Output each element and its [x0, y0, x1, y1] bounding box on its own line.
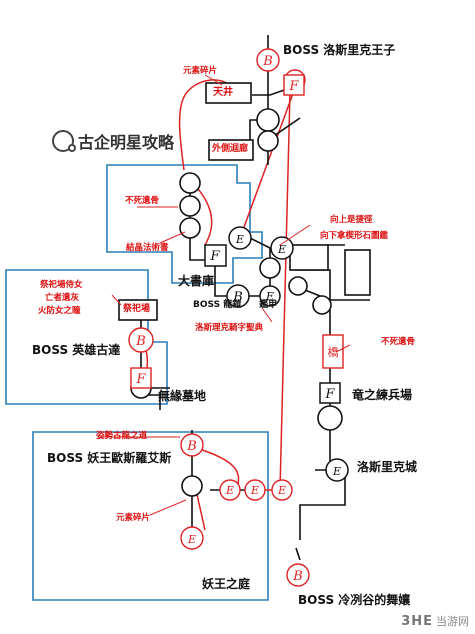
elevator-node-garden-1: E: [219, 479, 241, 501]
elevator-node-mid: E: [259, 285, 281, 307]
node-letter-boss: B: [262, 54, 273, 69]
label-shortcut-up: 向上是捷徑: [330, 215, 373, 225]
tower-box: [289, 244, 329, 271]
elevator-node-library: E: [228, 226, 252, 250]
elevator-node-tower: E: [270, 236, 294, 260]
node-letter-fire: F: [324, 387, 335, 402]
label-nameless-grave: 無緣墓地: [158, 389, 207, 403]
pointer-lines: [100, 74, 351, 516]
boss-dragon-node: B: [226, 284, 250, 308]
node-letter-boss: B: [292, 569, 303, 584]
node-letter-fire: F: [209, 249, 220, 264]
label-boss-dragon-armor-text: BOSS 龍鎧: [193, 300, 242, 310]
node-letter-boss: B: [135, 334, 146, 349]
label-outer-wall: 外側迴廊: [212, 144, 249, 154]
site-name: 当游网: [436, 615, 469, 628]
label-dead-ash: 亡者遺灰: [45, 293, 80, 303]
node-letter-boss: B: [232, 290, 243, 305]
bonfire-node-library: F: [204, 244, 227, 267]
label-crystal-tome: 結晶法術書: [126, 243, 169, 253]
bonfire-node-barracks: F: [319, 382, 341, 404]
boss-yhorm-node: B: [180, 433, 204, 457]
label-element-shard-top: 元素碎片: [183, 66, 218, 76]
label-demon-garden: 妖王之庭: [202, 577, 251, 591]
node-letter-boss: B: [186, 439, 197, 454]
node-letter-elevator: E: [250, 484, 259, 497]
label-boss-hero: BOSS 英雄古達: [32, 343, 121, 357]
label-altar-items: 祭祀場侍女: [40, 280, 83, 290]
bonfire-node-top: F: [283, 74, 305, 96]
structures: [118, 82, 371, 321]
node-letter-fire: F: [135, 372, 146, 387]
boss-prince-node: B: [256, 48, 280, 72]
node-letter-fire: F: [288, 79, 299, 94]
label-element-shard-bottom: 元素碎片: [116, 513, 151, 523]
bonfire-node-altar: F: [130, 367, 152, 389]
watermark-text: 古企明星攻略: [78, 133, 175, 152]
label-boss-dragon-armor: BOSS 龍鎧 鑑甲: [193, 301, 277, 310]
label-altar: 祭祀場: [123, 304, 151, 314]
altar-box: [118, 299, 158, 321]
elevator-node-castle: E: [325, 458, 349, 482]
label-boss-prince: BOSS 洛斯里克王子: [283, 43, 396, 57]
altar-area-border: [5, 269, 168, 405]
label-down-wedge-stone: 向下拿楔形石圖鑑: [320, 231, 389, 241]
special-nodes: B E F E F E B E 橋 F E B F B E E E E B: [128, 48, 349, 587]
node-letter-elevator: E: [332, 465, 341, 478]
node-letter-elevator: E: [235, 233, 244, 246]
node-letter-elevator: E: [187, 533, 196, 546]
elevator-node-garden-3: E: [180, 526, 204, 550]
label-dragon-armor-suffix: 鑑甲: [259, 300, 278, 310]
red-path-top: [178, 79, 234, 171]
label-boss-yhorm: BOSS 妖王歐斯羅艾斯: [47, 451, 172, 465]
label-dragon-barracks: 竜之練兵場: [352, 388, 413, 402]
label-lothric-castle: 洛斯里克城: [357, 460, 418, 474]
node-letter-bridge: 橋: [328, 345, 339, 359]
bridge-node: 橋: [322, 334, 344, 369]
node-letter-elevator: E: [277, 243, 286, 256]
label-great-library: 大書庫: [178, 274, 215, 288]
watermark: 古企明星攻略: [52, 129, 174, 153]
boss-hero-node: B: [128, 327, 154, 353]
tower-side-box: [344, 249, 371, 296]
node-letter-elevator: E: [277, 484, 286, 497]
label-firekeeper-ash: 火防女之瞳: [38, 306, 81, 316]
garden-area-border: [32, 431, 269, 601]
label-pose-dragon-way: 姿勢古龍之道: [96, 431, 148, 441]
label-ceiling: 天井: [213, 87, 233, 98]
ceiling-box: [205, 82, 252, 104]
label-boss-valley: BOSS 冷冽谷的舞孃: [298, 593, 411, 607]
node-letter-elevator: E: [265, 290, 274, 303]
label-undead-bone-right: 不死遺骨: [381, 337, 416, 347]
red-path-lower: [195, 489, 206, 531]
boss-valley-node: B: [286, 563, 310, 587]
node-letter-elevator: E: [225, 484, 234, 497]
site-logo: 3HE 当游网: [401, 613, 469, 629]
brain-gear-icon: [52, 130, 76, 152]
outer-wall-box: [208, 139, 254, 161]
area-borders: [5, 164, 269, 601]
elevator-node-long: E: [271, 479, 293, 501]
library-area-border: [106, 164, 263, 284]
site-logo-mark: 3HE: [401, 613, 433, 629]
elevator-node-garden-2: E: [244, 479, 266, 501]
label-lothric-knight-seal: 洛斯理克騎字聖典: [195, 323, 264, 333]
label-undead-bone-left: 不死遺骨: [125, 196, 160, 206]
